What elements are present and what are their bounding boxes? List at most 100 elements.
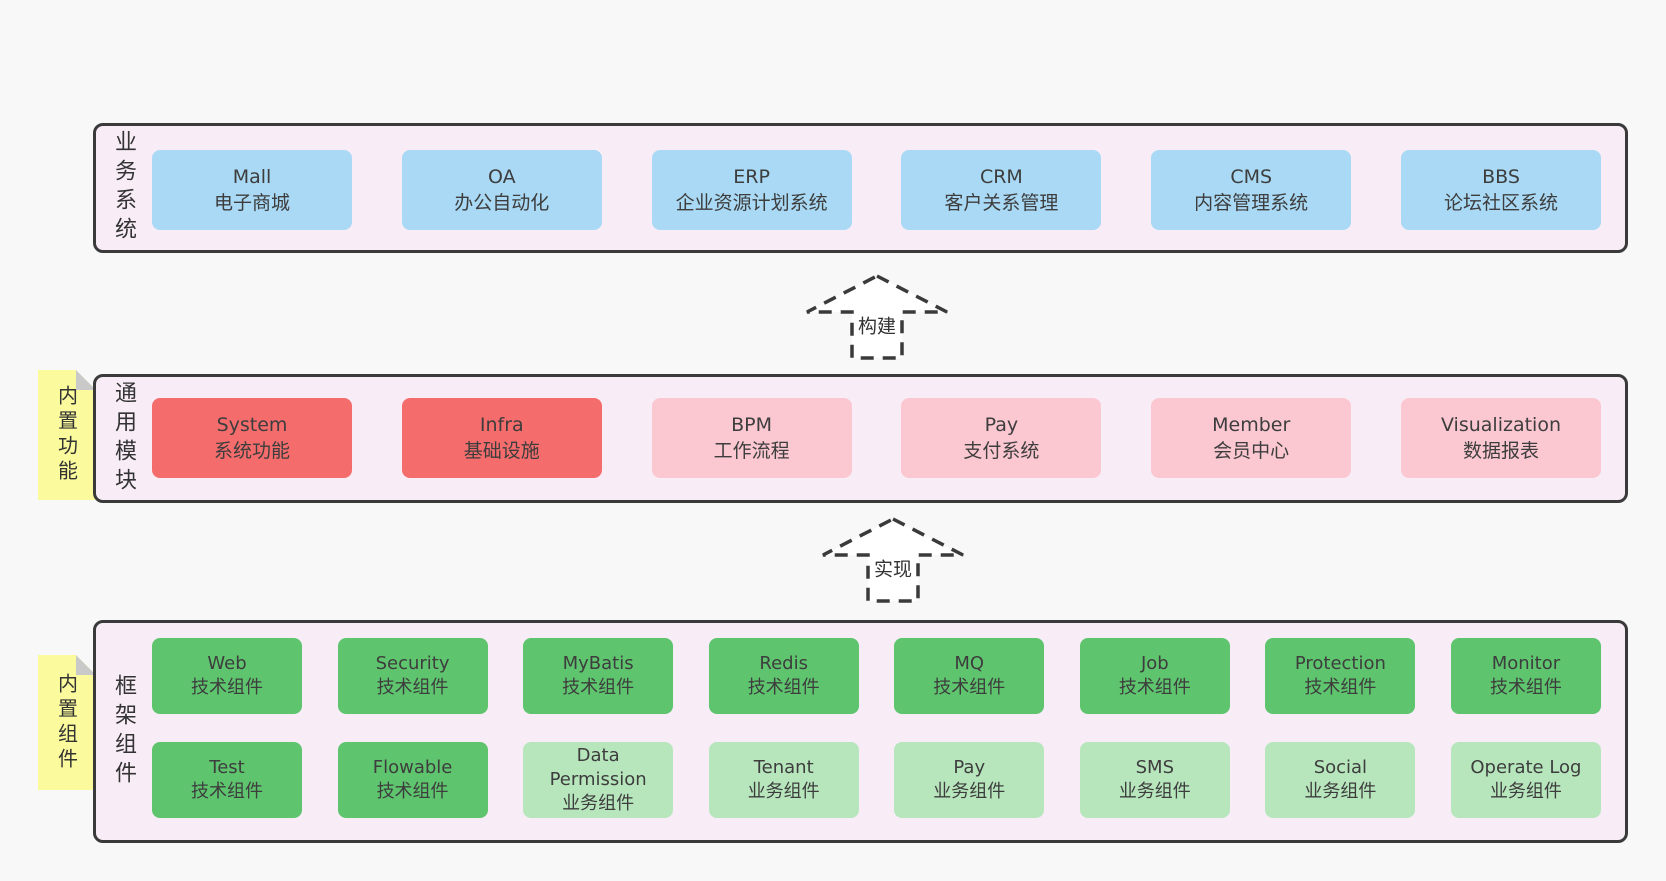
box-subtitle: 技术组件 bbox=[191, 677, 263, 698]
component-box-flowable: Flowable 技术组件 bbox=[337, 742, 488, 818]
box-subtitle: 电子商城 bbox=[213, 192, 290, 214]
component-box-bpm: BPM 工作流程 bbox=[651, 398, 852, 478]
component-box-system: System 系统功能 bbox=[152, 398, 352, 478]
box-row: System 系统功能 Infra 基础设施 BPM 工作流程 Pay 支付系统 Member 会… bbox=[152, 398, 1601, 478]
component-box-cms: CMS 内容管理系统 bbox=[1151, 150, 1352, 230]
box-title: Mall bbox=[232, 166, 272, 188]
box-title: BPM bbox=[731, 414, 773, 436]
component-box-pay: Pay 支付系统 bbox=[901, 398, 1102, 478]
component-box-member: Member 会员中心 bbox=[1151, 398, 1352, 478]
box-subtitle: 技术组件 bbox=[1118, 677, 1191, 698]
box-title: Pay bbox=[984, 414, 1019, 436]
box-subtitle: 业务组件 bbox=[562, 793, 635, 814]
layer-common-modules: 通用模块 System 系统功能 Infra 基础设施 BPM 工作流程 Pay 支付系统 Me… bbox=[93, 374, 1628, 503]
box-title: Web bbox=[207, 653, 247, 674]
box-subtitle: 技术组件 bbox=[747, 677, 820, 698]
box-title: Member bbox=[1212, 414, 1291, 436]
box-subtitle: 办公自动化 bbox=[454, 192, 550, 214]
box-subtitle: 内容管理系统 bbox=[1194, 192, 1309, 214]
box-subtitle: 业务组件 bbox=[747, 781, 820, 802]
box-subtitle: 业务组件 bbox=[933, 781, 1006, 802]
box-subtitle: 技术组件 bbox=[376, 781, 449, 802]
box-subtitle: 技术组件 bbox=[191, 781, 263, 802]
box-title: CRM bbox=[979, 166, 1023, 188]
layer-label: 业务系统 bbox=[111, 130, 136, 246]
component-box-job: Job 技术组件 bbox=[1079, 638, 1230, 714]
sticky-note-built-in-features: 内置功能 bbox=[38, 370, 96, 500]
component-box-visualization: Visualization 数据报表 bbox=[1400, 398, 1601, 478]
box-subtitle: 技术组件 bbox=[933, 677, 1006, 698]
component-box-mall: Mall 电子商城 bbox=[152, 150, 352, 230]
box-title: Infra bbox=[479, 414, 524, 436]
box-title: Pay bbox=[953, 757, 986, 778]
component-box-operate-log: Operate Log 业务组件 bbox=[1450, 742, 1601, 818]
sticky-note-built-in-components: 内置组件 bbox=[38, 655, 96, 790]
component-box-protection: Protection 技术组件 bbox=[1265, 638, 1416, 714]
box-title: OA bbox=[487, 166, 516, 188]
box-subtitle: 技术组件 bbox=[1489, 677, 1562, 698]
box-title: MyBatis bbox=[562, 653, 634, 674]
box-title: Protection bbox=[1294, 653, 1386, 674]
box-title: Tenant bbox=[753, 757, 814, 778]
layer-label: 通用模块 bbox=[111, 380, 136, 497]
box-title: BBS bbox=[1482, 166, 1520, 188]
box-title: Flowable bbox=[372, 757, 453, 778]
component-box-web: Web 技术组件 bbox=[152, 638, 302, 714]
box-title: Monitor bbox=[1491, 653, 1561, 674]
box-title: CMS bbox=[1230, 166, 1273, 188]
component-box-infra: Infra 基础设施 bbox=[401, 398, 602, 478]
layer-business-systems: 业务系统 Mall 电子商城 OA 办公自动化 ERP 企业资源计划系统 CRM 客户关系管理… bbox=[93, 123, 1628, 253]
box-subtitle: 数据报表 bbox=[1462, 440, 1539, 462]
box-subtitle: 客户关系管理 bbox=[944, 192, 1059, 214]
box-title: Job bbox=[1140, 653, 1169, 674]
box-title: System bbox=[216, 414, 288, 436]
component-box-crm: CRM 客户关系管理 bbox=[901, 150, 1102, 230]
component-box-oa: OA 办公自动化 bbox=[401, 150, 602, 230]
box-subtitle: 会员中心 bbox=[1213, 440, 1290, 462]
box-subtitle: 技术组件 bbox=[1304, 677, 1377, 698]
component-box-redis: Redis 技术组件 bbox=[708, 638, 859, 714]
layer-label: 框架组件 bbox=[111, 673, 136, 790]
component-box-monitor: Monitor 技术组件 bbox=[1450, 638, 1601, 714]
box-title: SMS bbox=[1135, 757, 1174, 778]
box-title: Security bbox=[375, 653, 450, 674]
box-row: Mall 电子商城 OA 办公自动化 ERP 企业资源计划系统 CRM 客户关系管理 CMS 内容… bbox=[152, 150, 1601, 230]
box-title: Data Permission bbox=[549, 745, 647, 790]
box-subtitle: 论坛社区系统 bbox=[1443, 192, 1558, 214]
box-subtitle: 工作流程 bbox=[713, 440, 790, 462]
component-box-tenant: Tenant 业务组件 bbox=[708, 742, 859, 818]
box-subtitle: 支付系统 bbox=[963, 440, 1040, 462]
component-box-test: Test 技术组件 bbox=[152, 742, 302, 818]
box-subtitle: 业务组件 bbox=[1489, 781, 1562, 802]
box-title: MQ bbox=[954, 653, 985, 674]
box-subtitle: 技术组件 bbox=[376, 677, 449, 698]
box-subtitle: 系统功能 bbox=[213, 440, 290, 462]
note-text: 内置功能 bbox=[54, 385, 79, 485]
box-subtitle: 业务组件 bbox=[1118, 781, 1191, 802]
component-box-security: Security 技术组件 bbox=[337, 638, 488, 714]
box-subtitle: 企业资源计划系统 bbox=[675, 192, 828, 214]
box-title: Visualization bbox=[1440, 414, 1561, 436]
implement-arrow-label: 实现 bbox=[869, 553, 917, 583]
component-box-mq: MQ 技术组件 bbox=[894, 638, 1045, 714]
box-title: Redis bbox=[759, 653, 808, 674]
box-subtitle: 基础设施 bbox=[463, 440, 540, 462]
component-box-data-permission: Data Permission 业务组件 bbox=[523, 742, 674, 818]
component-box-sms: SMS 业务组件 bbox=[1079, 742, 1230, 818]
component-box-bbs: BBS 论坛社区系统 bbox=[1400, 150, 1601, 230]
component-box-mybatis: MyBatis 技术组件 bbox=[523, 638, 674, 714]
build-arrow-label: 构建 bbox=[853, 310, 901, 340]
box-title: Operate Log bbox=[1470, 757, 1582, 778]
box-subtitle: 业务组件 bbox=[1304, 781, 1377, 802]
component-box-erp: ERP 企业资源计划系统 bbox=[651, 150, 852, 230]
box-title: ERP bbox=[733, 166, 770, 188]
box-title: Social bbox=[1313, 757, 1368, 778]
component-box-pay: Pay 业务组件 bbox=[894, 742, 1045, 818]
note-text: 内置组件 bbox=[54, 672, 79, 773]
box-subtitle: 技术组件 bbox=[562, 677, 635, 698]
box-title: Test bbox=[209, 757, 245, 778]
component-box-social: Social 业务组件 bbox=[1265, 742, 1416, 818]
